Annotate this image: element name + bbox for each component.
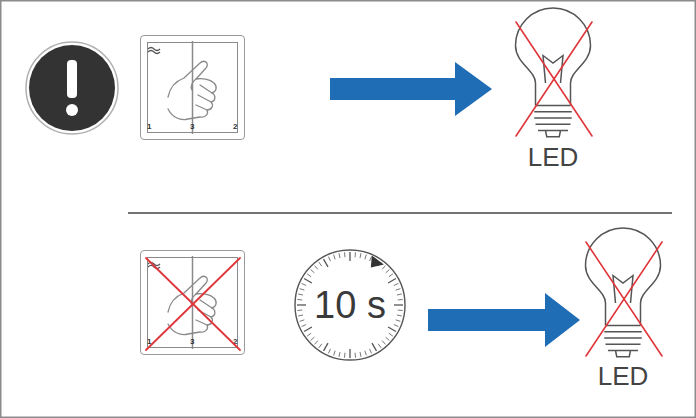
timer-tick [382, 266, 385, 270]
timer-tick [324, 343, 329, 351]
timer-tick [307, 333, 311, 336]
lamp-label: LED [573, 361, 673, 391]
terminal-number: 1 [147, 337, 151, 347]
timer-tick [398, 310, 403, 312]
timer-tick [394, 304, 403, 305]
timer-tick [311, 337, 315, 340]
timer-tick [360, 253, 361, 258]
timer-tick [389, 274, 393, 277]
timer-tick [386, 270, 390, 273]
timer-tick [370, 349, 372, 354]
timer-tick [300, 289, 305, 291]
timer-tick [300, 320, 305, 322]
red-cross [586, 242, 662, 356]
timer-tick [378, 344, 381, 348]
timer-tick [349, 252, 350, 261]
switch-divider [192, 41, 194, 134]
warning-ring [26, 42, 118, 134]
timer-tick [349, 349, 350, 358]
timer-tick [382, 341, 385, 345]
timer-tick [339, 352, 340, 357]
timer-dial: 10 s [293, 248, 407, 362]
timer-tick [298, 315, 303, 316]
timer-tick [339, 253, 340, 258]
timer-tick [365, 255, 367, 260]
warning-dot [66, 104, 78, 116]
timer-tick [397, 315, 402, 316]
switch-rocker [147, 42, 238, 133]
brand-logo [148, 263, 160, 269]
timer-tick [324, 259, 329, 267]
terminal-number: 3 [190, 122, 194, 132]
timer-tick [315, 341, 318, 345]
timer-tick [388, 327, 396, 332]
timer-tick [398, 299, 403, 301]
timer-tick [389, 333, 393, 336]
timer-tick [372, 343, 377, 351]
blue-arrow [330, 62, 492, 116]
timer-tick [319, 344, 322, 348]
timer-tick [297, 299, 302, 301]
terminal-number: 2 [233, 337, 237, 347]
hand-sketch [168, 276, 216, 334]
timer-tick [307, 274, 311, 277]
timer-tick [370, 257, 372, 262]
blue-arrow [428, 293, 580, 347]
timer-tick [355, 353, 357, 358]
timer-tick [319, 262, 322, 266]
warning-bar [67, 60, 77, 98]
timer-tick [328, 257, 330, 262]
timer-tick [394, 283, 399, 285]
timer-tick [304, 279, 312, 284]
timer-tick [344, 252, 346, 257]
timer-tick [334, 255, 336, 260]
terminal-number: 2 [233, 122, 237, 132]
terminal-number: 3 [190, 337, 194, 347]
timer-tick [396, 320, 401, 322]
hand-sketch [168, 61, 216, 119]
terminal-number: 1 [147, 122, 151, 132]
timer-tick [302, 283, 307, 285]
timer-tick [304, 327, 312, 332]
switch-panel: 1 3 2 [140, 250, 245, 355]
timer-tick [315, 266, 318, 270]
switch-divider [192, 256, 194, 349]
timer-tick [311, 270, 315, 273]
warning-icon [29, 45, 115, 131]
timer-tick [297, 310, 302, 312]
timer-tick [298, 294, 303, 295]
timer-tick [386, 337, 390, 340]
light-bulb [586, 228, 661, 357]
timer-tick [302, 325, 307, 327]
timer-tick [344, 353, 346, 358]
timer-tick [328, 349, 330, 354]
timer-tick [394, 325, 399, 327]
timer-label: 10 s [293, 248, 407, 362]
timer-tick [397, 294, 402, 295]
brand-logo [148, 48, 160, 54]
light-bulb [516, 8, 591, 137]
switch-panel: 1 3 2 [140, 35, 245, 140]
red-cross [146, 258, 240, 350]
timer-tick [365, 351, 367, 356]
timer-tick [355, 252, 357, 257]
timer-tick [334, 351, 336, 356]
red-cross [516, 22, 592, 136]
timer-tick [360, 352, 361, 357]
timer-tick [297, 304, 306, 305]
switch-rocker [147, 257, 238, 348]
timer-tick [388, 279, 396, 284]
timer-arrowhead [371, 255, 384, 267]
timer-tick [396, 289, 401, 291]
lamp-label: LED [503, 142, 603, 172]
separator-line [128, 212, 672, 214]
